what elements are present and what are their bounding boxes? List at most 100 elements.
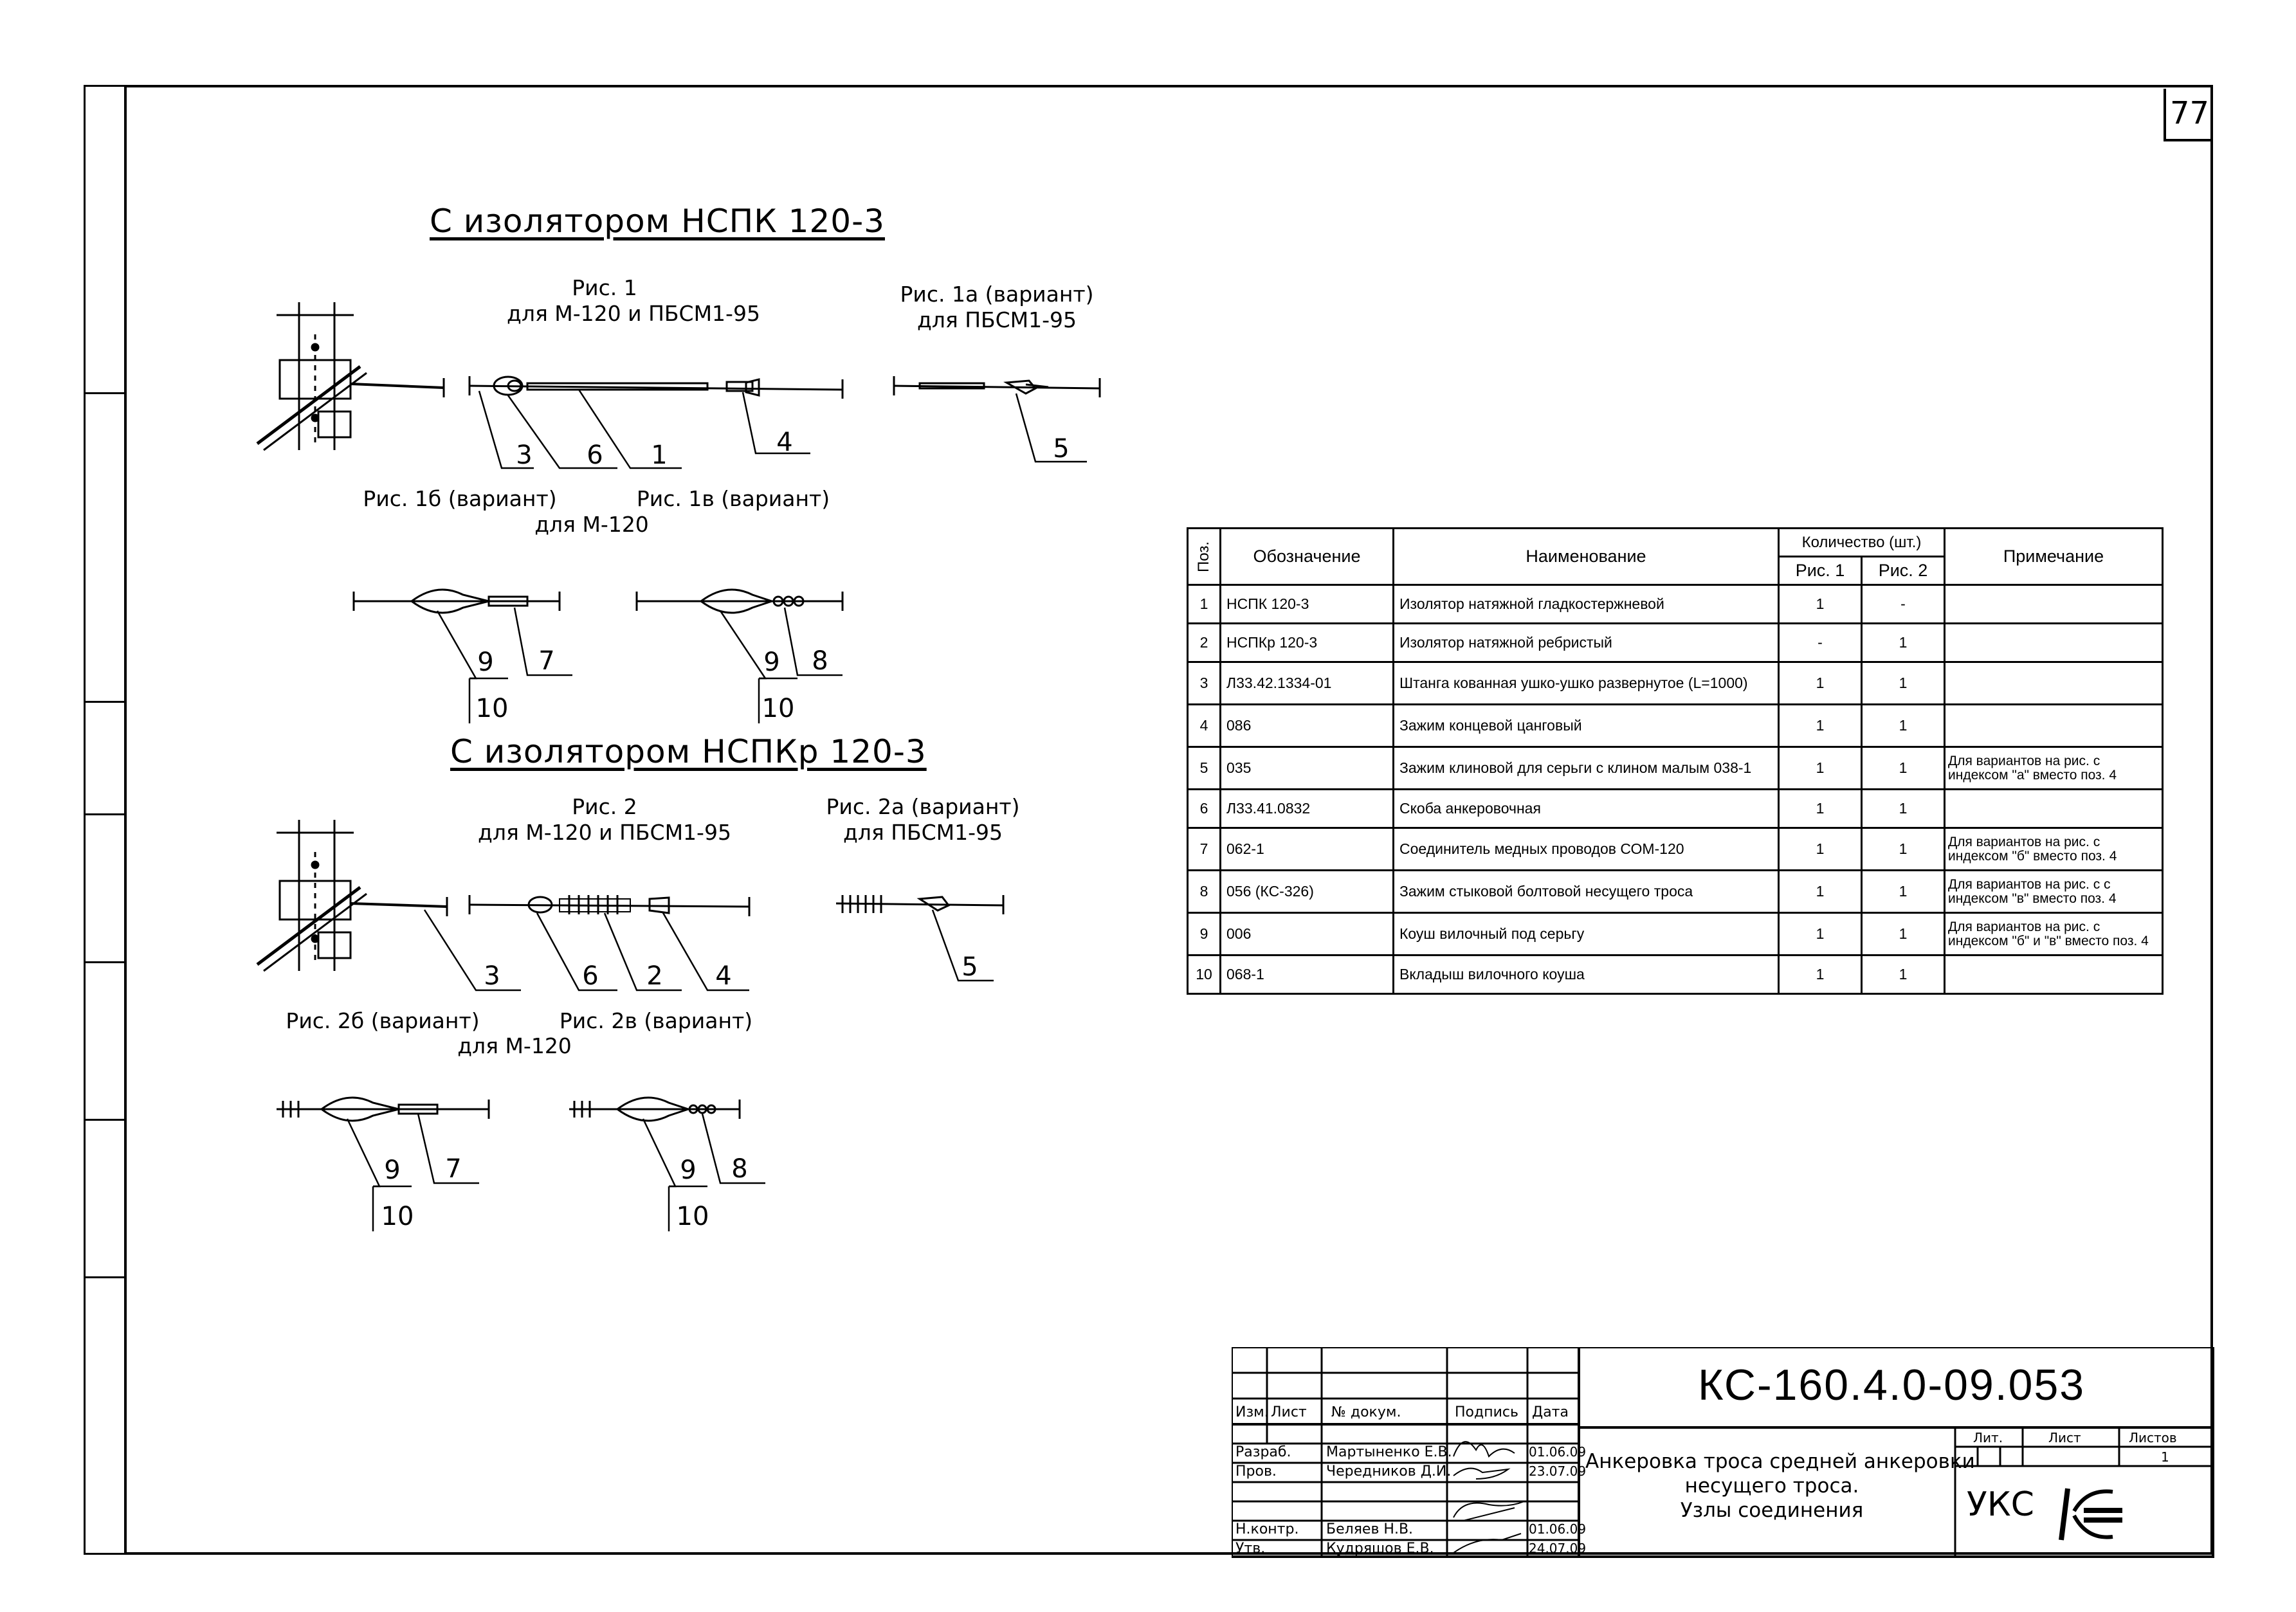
spec-qty-fig1: 1 — [1778, 912, 1863, 956]
spec-designation: 006 — [1219, 912, 1394, 956]
spec-name: Зажим стыковой болтовой несущего троса — [1392, 869, 1780, 914]
fig2-subcaption: для М-120 и ПБСМ1-95 — [478, 820, 731, 845]
page-number: 77 — [2164, 89, 2213, 141]
fig2a-subcaption: для ПБСМ1-95 — [843, 820, 1003, 845]
fig2b-caption: Рис. 2б (вариант) — [286, 1008, 480, 1033]
signatures — [1453, 1441, 1525, 1553]
fig1v-caption: Рис. 1в (вариант) — [636, 486, 830, 511]
col-fig2-header: Рис. 2 — [1861, 556, 1945, 586]
header-izm: Изм. — [1235, 1404, 1269, 1420]
approver-date: 24.07.09 — [1529, 1541, 1587, 1556]
spec-designation: 086 — [1219, 703, 1394, 748]
spec-pos: 7 — [1187, 827, 1221, 871]
approver-name: Кудряшов Е.В. — [1326, 1541, 1434, 1557]
mast-bracket-fig2 — [256, 820, 367, 972]
spec-name: Изолятор натяжной ребристый — [1392, 622, 1780, 663]
developer-name: Мартыненко Е.В. — [1326, 1444, 1452, 1460]
header-sheet: Лист — [2048, 1430, 2081, 1445]
mast-bracket-fig1 — [256, 302, 367, 451]
callout: 10 — [381, 1202, 414, 1231]
callout: 10 — [761, 694, 795, 723]
spec-designation: 056 (КС-326) — [1219, 869, 1394, 914]
spec-note — [1944, 622, 2164, 663]
role-normcontrol: Н.контр. — [1235, 1521, 1299, 1537]
normcontrol-date: 01.06.09 — [1529, 1521, 1587, 1537]
assembly-fig2v — [569, 1096, 741, 1122]
fig1-subcaption: для М-120 и ПБСМ1-95 — [507, 301, 760, 326]
spec-qty-fig2: - — [1861, 584, 1945, 624]
callout: 10 — [475, 694, 509, 723]
spec-designation: НСПК 120-3 — [1219, 584, 1394, 624]
fig2a-caption: Рис. 2а (вариант) — [826, 794, 1020, 819]
spec-note — [1944, 954, 2164, 995]
spec-designation: Л33.42.1334-01 — [1219, 661, 1394, 705]
spec-name: Скоба анкеровочная — [1392, 788, 1780, 829]
assembly-fig1 — [468, 376, 844, 399]
col-pos-header: Поз. — [1187, 527, 1221, 586]
spec-pos: 8 — [1187, 869, 1221, 914]
spec-qty-fig1: 1 — [1778, 703, 1863, 748]
fig2-caption: Рис. 2 — [572, 794, 637, 819]
spec-qty-fig2: 1 — [1861, 746, 1945, 790]
col-fig1-header: Рис. 1 — [1778, 556, 1863, 586]
role-approver: Утв. — [1235, 1541, 1266, 1557]
spec-qty-fig1: 1 — [1778, 827, 1863, 871]
spec-name: Штанга кованная ушко-ушко развернутое (L… — [1392, 661, 1780, 705]
assembly-fig1v — [635, 588, 844, 614]
spec-note — [1944, 788, 2164, 829]
organization-logo — [2059, 1488, 2122, 1541]
strip-divider — [84, 701, 124, 703]
assembly-fig1a — [893, 376, 1101, 397]
callout: 7 — [538, 646, 555, 676]
drawing-title-line1: Анкеровка троса средней анкеровки — [1585, 1450, 1975, 1473]
spec-qty-fig2: 1 — [1861, 661, 1945, 705]
callout: 9 — [680, 1155, 697, 1185]
spec-pos: 5 — [1187, 746, 1221, 790]
spec-qty-fig2: 1 — [1861, 703, 1945, 748]
col-name-header: Наименование — [1392, 527, 1780, 586]
callout: 8 — [812, 646, 828, 676]
spec-name: Зажим концевой цанговый — [1392, 703, 1780, 748]
spec-designation: 062-1 — [1219, 827, 1394, 871]
assembly-fig2b — [277, 1096, 490, 1122]
checker-date: 23.07.09 — [1529, 1463, 1587, 1479]
header-date: Дата — [1532, 1404, 1569, 1420]
spec-pos: 1 — [1187, 584, 1221, 624]
fig2bv-subcaption: для М-120 — [457, 1033, 572, 1058]
strip-divider — [84, 392, 124, 394]
spec-note — [1944, 584, 2164, 624]
callout: 6 — [587, 440, 603, 470]
spec-name: Вкладыш вилочного коуша — [1392, 954, 1780, 995]
spec-qty-fig2: 1 — [1861, 954, 1945, 995]
left-binding-strip — [84, 85, 124, 1555]
spec-designation: 068-1 — [1219, 954, 1394, 995]
spec-note: Для вариантов на рис. с с индексом "в" в… — [1944, 869, 2164, 914]
section-title-nspkr: С изолятором НСПКр 120-3 — [450, 733, 927, 770]
fig1bv-subcaption: для М-120 — [534, 512, 649, 537]
callout: 7 — [445, 1154, 462, 1184]
fig1b-caption: Рис. 1б (вариант) — [363, 486, 557, 511]
callout: 6 — [582, 961, 599, 991]
callout: 3 — [484, 961, 500, 991]
spec-note: Для вариантов на рис. с индексом "б" и "… — [1944, 912, 2164, 956]
drawing-title-line2: несущего троса. — [1684, 1474, 1859, 1498]
spec-qty-fig1: - — [1778, 622, 1863, 663]
callout: 4 — [715, 961, 732, 991]
fig1a-subcaption: для ПБСМ1-95 — [916, 307, 1077, 332]
sheets-count: 1 — [2161, 1449, 2169, 1465]
spec-pos: 3 — [1187, 661, 1221, 705]
callout: 2 — [646, 961, 663, 991]
fig1a-caption: Рис. 1а (вариант) — [900, 282, 1094, 307]
callout: 3 — [516, 440, 533, 470]
spec-qty-fig1: 1 — [1778, 869, 1863, 914]
spec-qty-fig2: 1 — [1861, 622, 1945, 663]
spec-pos: 2 — [1187, 622, 1221, 663]
role-checker: Пров. — [1235, 1463, 1277, 1480]
spec-name: Изолятор натяжной гладкостержневой — [1392, 584, 1780, 624]
col-note-header: Примечание — [1944, 527, 2164, 586]
